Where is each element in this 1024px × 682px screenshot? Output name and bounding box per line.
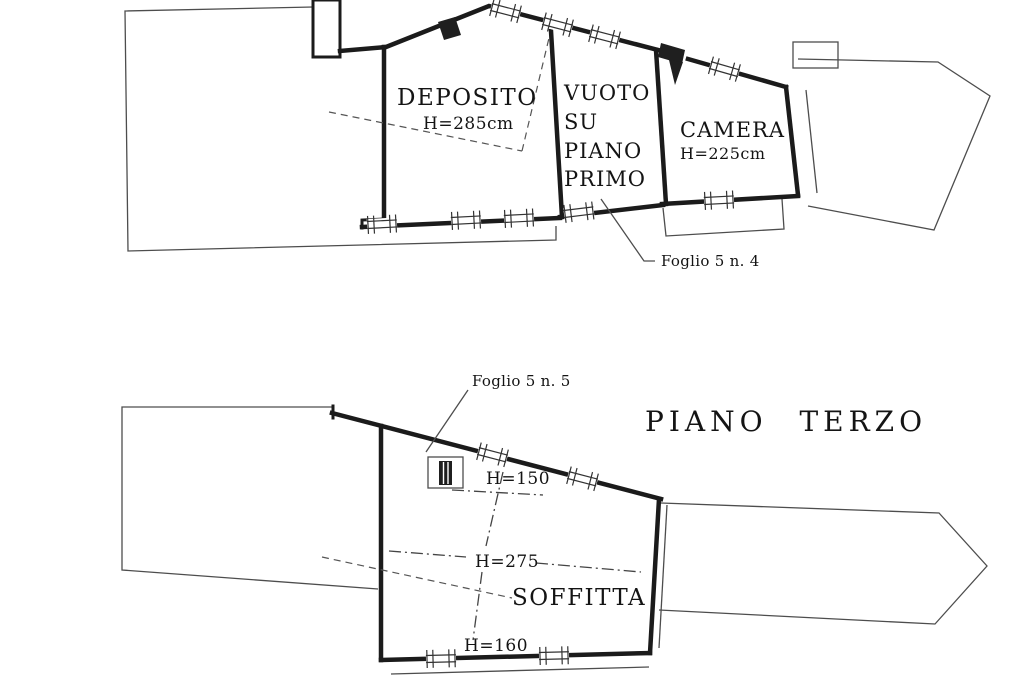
room-label-vuoto-line2: SU: [564, 110, 598, 134]
window-icon: [449, 209, 483, 231]
height-reference-line: [535, 562, 642, 573]
parcel-outline-right: [797, 58, 991, 231]
height-label-camera: H=225cm: [680, 144, 766, 163]
height-reference-line: [472, 571, 483, 641]
parcel-outline-left: [121, 406, 379, 590]
deposito-vuoto-divider: [548, 28, 565, 220]
window-icon: [425, 648, 457, 669]
top-wall: [337, 3, 661, 54]
window-icon: [562, 200, 596, 224]
sheet-note-upper: Foglio 5 n. 4: [661, 252, 760, 270]
soffitta-bottom-wall: [378, 650, 653, 663]
dashed-construction-line: [521, 37, 550, 152]
upper-floor-plan: DEPOSITO H=285cm VUOTO SU PIANO PRIMO CA…: [124, 0, 991, 270]
right-wall-outer-face: [658, 504, 668, 649]
window-icon: [565, 465, 600, 492]
leader-line: [425, 389, 469, 453]
floor-title: PIANO TERZO: [645, 405, 927, 438]
room-label-vuoto-line4: PRIMO: [564, 167, 646, 191]
room-label-deposito: DEPOSITO: [397, 85, 538, 111]
stair-hatch-icon: [439, 461, 452, 485]
room-label-soffitta: SOFFITTA: [512, 585, 646, 611]
window-icon: [587, 23, 622, 50]
roof-box-outline: [792, 41, 839, 69]
window-icon: [702, 189, 736, 211]
height-reference-line: [451, 489, 544, 496]
window-icon: [502, 207, 536, 229]
camera-right-wall: [783, 84, 801, 198]
window-icon: [538, 645, 570, 666]
dashed-construction-line: [328, 111, 523, 152]
sheet-note-lower: Foglio 5 n. 5: [472, 372, 571, 390]
height-reference-line: [388, 550, 467, 558]
parcel-outline-under-camera: [662, 198, 785, 237]
window-icon: [540, 11, 575, 38]
parcel-outline-left: [124, 6, 557, 252]
room-label-vuoto-line1: VUOTO: [563, 81, 650, 105]
room-label-camera: CAMERA: [680, 118, 785, 142]
stair-hatch-icon: [438, 17, 461, 40]
room-label-vuoto-line3: PIANO: [564, 139, 642, 163]
soffitta-right-wall: [647, 496, 662, 656]
stair-box-outline: [427, 456, 464, 489]
pillar-block-icon: [658, 43, 685, 64]
vuoto-camera-divider: [653, 47, 669, 207]
window-icon: [706, 55, 742, 83]
dashed-construction-line: [321, 556, 513, 599]
height-label-deposito: H=285cm: [423, 114, 514, 134]
door-arrow-icon: [669, 60, 683, 85]
height-label-150: H=150: [486, 469, 550, 489]
camera-right-wall-outer-face: [805, 89, 818, 194]
wall-protrusion: [311, 0, 342, 59]
leader-line: [600, 198, 655, 262]
height-label-275: H=275: [475, 552, 539, 572]
height-label-160: H=160: [464, 636, 528, 656]
window-icon: [475, 441, 510, 468]
window-icon: [488, 0, 523, 24]
lower-floor-plan: Foglio 5 n. 5 PIANO TERZO H=150 H=275 SO…: [121, 372, 988, 675]
bottom-wall-outer-face: [390, 666, 650, 675]
parcel-outline-right: [658, 502, 988, 625]
